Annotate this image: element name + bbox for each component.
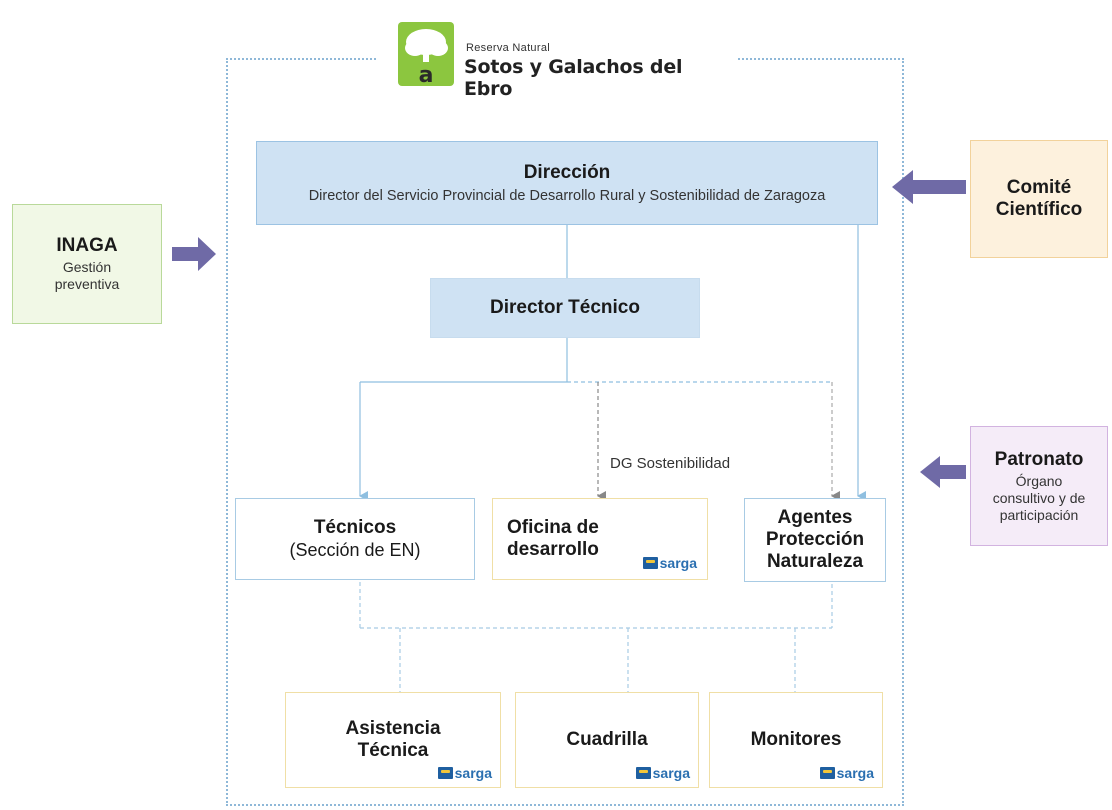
sarga-icon [437,767,453,779]
comite-box: Comité Científico [970,140,1108,258]
sarga-icon [635,767,651,779]
inaga-subtitle-line1: Gestión [62,259,112,275]
sarga-text: sarga [652,765,690,781]
sarga-text: sarga [659,555,697,571]
patronato-subtitle-line2: consultivo y de [992,489,1086,506]
oficina-title-line2: desarrollo [507,539,599,560]
tecnicos-subtitle: (Sección de EN) [289,540,421,560]
cuadrilla-title: Cuadrilla [566,729,648,750]
asistencia-title-line1: Asistencia [345,718,441,739]
asistencia-box: Asistencia Técnica sarga [285,692,501,788]
logo-small-text: Reserva Natural [466,42,550,54]
patronato-subtitle-line3: participación [999,506,1079,523]
tecnicos-title: Técnicos [313,517,397,538]
sarga-text: sarga [836,765,874,781]
dg-sostenibilidad-label: DG Sostenibilidad [610,455,731,472]
asistencia-title-line2: Técnica [357,740,429,761]
logo-name: Sotos y Galachos del Ebro [464,56,683,100]
logo-block: a Reserva Natural Sotos y Galachos del E… [378,20,736,100]
sarga-text: sarga [454,765,492,781]
comite-title-line2: Científico [995,199,1083,220]
director-tecnico-title: Director Técnico [490,297,640,318]
patronato-subtitle-line1: Órgano [1015,472,1063,489]
arrow-patronato [920,456,966,488]
agentes-title-line2: Protección [765,529,865,550]
oficina-title-line1: Oficina de [507,517,599,538]
patronato-title: Patronato [994,448,1084,470]
arrow-comite [892,170,966,204]
direccion-box: Dirección Director del Servicio Provinci… [256,141,878,225]
sarga-logo: sarga [635,765,690,781]
sarga-icon [819,767,835,779]
sarga-icon [642,557,658,569]
comite-title-line1: Comité [1006,177,1072,198]
direccion-title: Dirección [523,161,611,183]
direccion-subtitle: Director del Servicio Provincial de Desa… [308,187,826,204]
inaga-subtitle-line2: preventiva [54,276,120,292]
sarga-logo: sarga [642,555,697,571]
agentes-title-line3: Naturaleza [766,551,864,572]
svg-text:a: a [419,63,434,86]
agentes-title-line1: Agentes [777,507,853,528]
monitores-box: Monitores sarga [709,692,883,788]
tree-logo-icon: a [398,22,454,88]
tecnicos-box: Técnicos (Sección de EN) [235,498,475,580]
monitores-title: Monitores [750,729,842,750]
cuadrilla-box: Cuadrilla sarga [515,692,699,788]
inaga-box: INAGA Gestión preventiva [12,204,162,324]
arrow-inaga [172,237,216,271]
sarga-logo: sarga [437,765,492,781]
patronato-box: Patronato Órgano consultivo y de partici… [970,426,1108,546]
inaga-title: INAGA [56,235,118,256]
sarga-logo: sarga [819,765,874,781]
director-tecnico-box: Director Técnico [430,278,700,338]
oficina-box: Oficina de desarrollo sarga [492,498,708,580]
agentes-box: Agentes Protección Naturaleza [744,498,886,582]
